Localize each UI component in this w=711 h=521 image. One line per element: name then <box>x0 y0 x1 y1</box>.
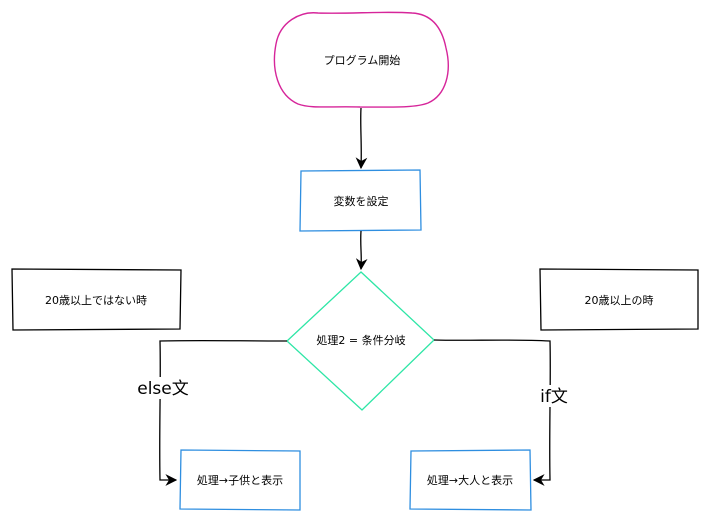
process-child-shape <box>179 449 301 511</box>
if-label-bg <box>534 385 574 407</box>
start-node: プログラム開始 <box>273 11 449 108</box>
else-label-bg <box>134 377 192 399</box>
process-child-label: 処理→子供と表示 <box>197 473 283 487</box>
edge-decision-to-adult <box>433 339 551 486</box>
decision-node: 処理2 = 条件分岐 <box>286 271 435 411</box>
process-adult-shape <box>409 449 532 511</box>
decision-shape <box>286 271 435 411</box>
set-vars-label: 変数を設定 <box>334 194 389 208</box>
set-vars-node: 変数を設定 <box>299 169 422 232</box>
process-adult-node: 処理→大人と表示 <box>409 449 532 511</box>
note-else-label: 20歳以上ではない時 <box>45 294 147 307</box>
set-vars-shape <box>299 169 422 232</box>
start-shape <box>273 11 449 108</box>
if-edge-label: if文 <box>540 387 568 407</box>
else-edge-label: else文 <box>137 379 189 399</box>
note-if-shape <box>539 268 699 331</box>
note-if-label: 20歳以上の時 <box>585 294 654 307</box>
note-else-node: 20歳以上ではない時 <box>11 268 182 331</box>
start-label: プログラム開始 <box>324 53 401 67</box>
edge-start-to-set-vars <box>355 107 368 170</box>
decision-label: 処理2 = 条件分岐 <box>316 333 405 347</box>
process-child-node: 処理→子供と表示 <box>179 449 301 511</box>
note-else-shape <box>11 268 182 331</box>
process-adult-label: 処理→大人と表示 <box>427 473 513 487</box>
note-if-node: 20歳以上の時 <box>539 268 699 331</box>
edge-decision-to-child <box>159 339 288 486</box>
edge-set-vars-to-decision <box>355 230 368 271</box>
